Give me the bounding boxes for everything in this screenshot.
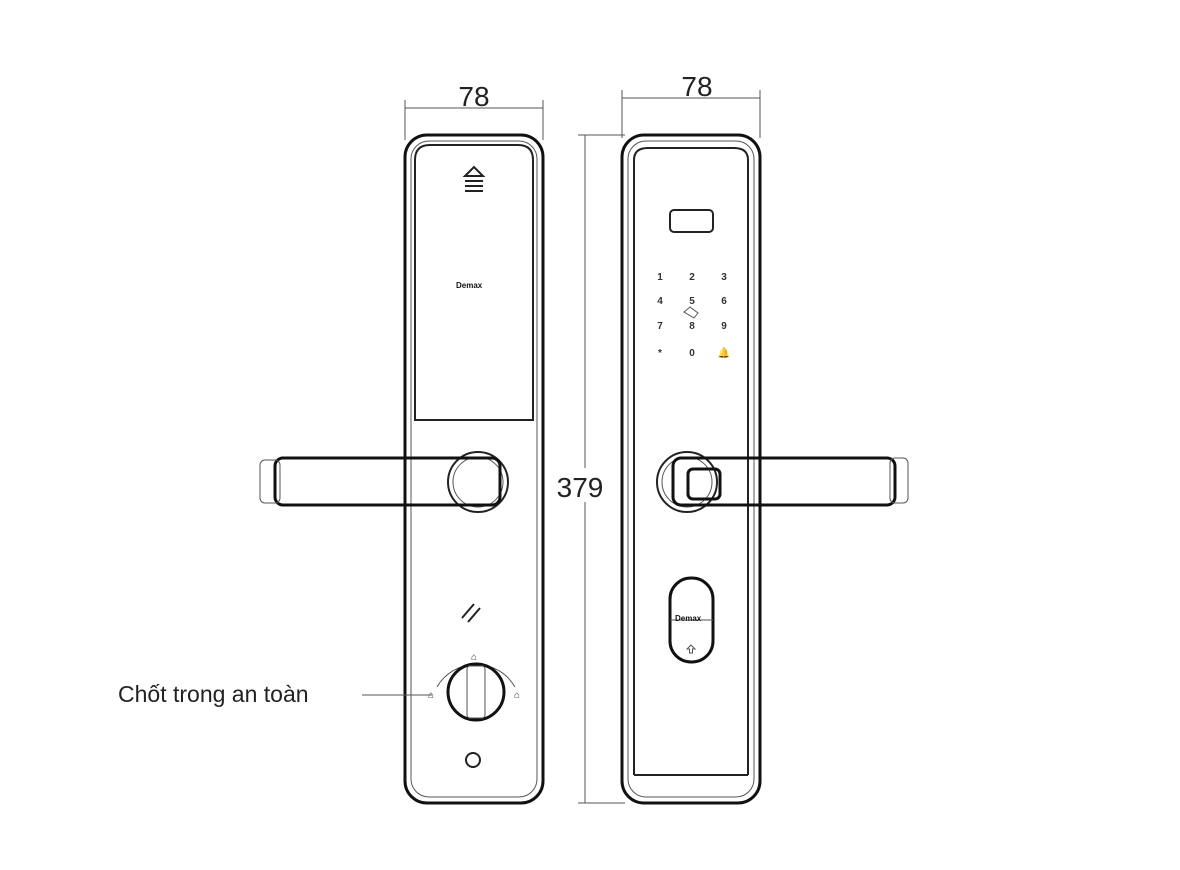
- width-dimension-left: 78: [458, 81, 489, 112]
- svg-text:8: 8: [689, 321, 695, 332]
- width-dimension-right: 78: [681, 71, 712, 102]
- svg-text:5: 5: [689, 296, 695, 307]
- svg-text:9: 9: [721, 321, 727, 332]
- card-icon: [683, 306, 699, 319]
- svg-text:7: 7: [657, 321, 663, 332]
- lock-icon: ⌂: [514, 690, 520, 701]
- inside-handle: [273, 456, 502, 507]
- height-dimension: 379: [556, 134, 625, 804]
- outside-panel-outline: [620, 133, 762, 805]
- svg-text:🔔: 🔔: [718, 347, 730, 359]
- inside-panel-outline: [403, 133, 545, 805]
- safety-latch-label: Chốt trong an toàn: [118, 681, 309, 707]
- keypad: 1 2 3 4 5 6 7 8 9 * 0 🔔: [657, 272, 730, 359]
- brand-logo-cover: Demax: [675, 614, 702, 623]
- inside-view: 78 Demax ⌂ ⌂ ⌂: [259, 81, 545, 805]
- svg-text:3: 3: [721, 272, 727, 283]
- svg-text:4: 4: [657, 296, 663, 307]
- hatch-icon: [461, 603, 481, 623]
- svg-text:2: 2: [689, 272, 695, 283]
- battery-cover: [414, 144, 534, 421]
- card-display: [669, 209, 714, 233]
- arrow-down-icon: [685, 644, 697, 654]
- height-dimension-value: 379: [557, 472, 604, 503]
- svg-text:6: 6: [721, 296, 727, 307]
- handle-rosette: [447, 451, 509, 513]
- handle-rosette-outside: [656, 451, 718, 513]
- svg-text:*: *: [658, 348, 662, 359]
- outside-view: 78 1 2 3 4 5 6 7 8 9 * 0 🔔 Demax: [620, 71, 909, 805]
- fingerprint-sensor: [686, 467, 722, 501]
- open-arrow-icon: [462, 165, 486, 192]
- lock-icon-top: ⌂: [471, 652, 477, 663]
- safety-latch-knob: [446, 662, 506, 722]
- keyhole-reset: [465, 752, 481, 768]
- brand-logo: Demax: [456, 281, 483, 290]
- svg-text:1: 1: [657, 272, 663, 283]
- svg-text:0: 0: [689, 348, 695, 359]
- outside-handle: [671, 456, 897, 507]
